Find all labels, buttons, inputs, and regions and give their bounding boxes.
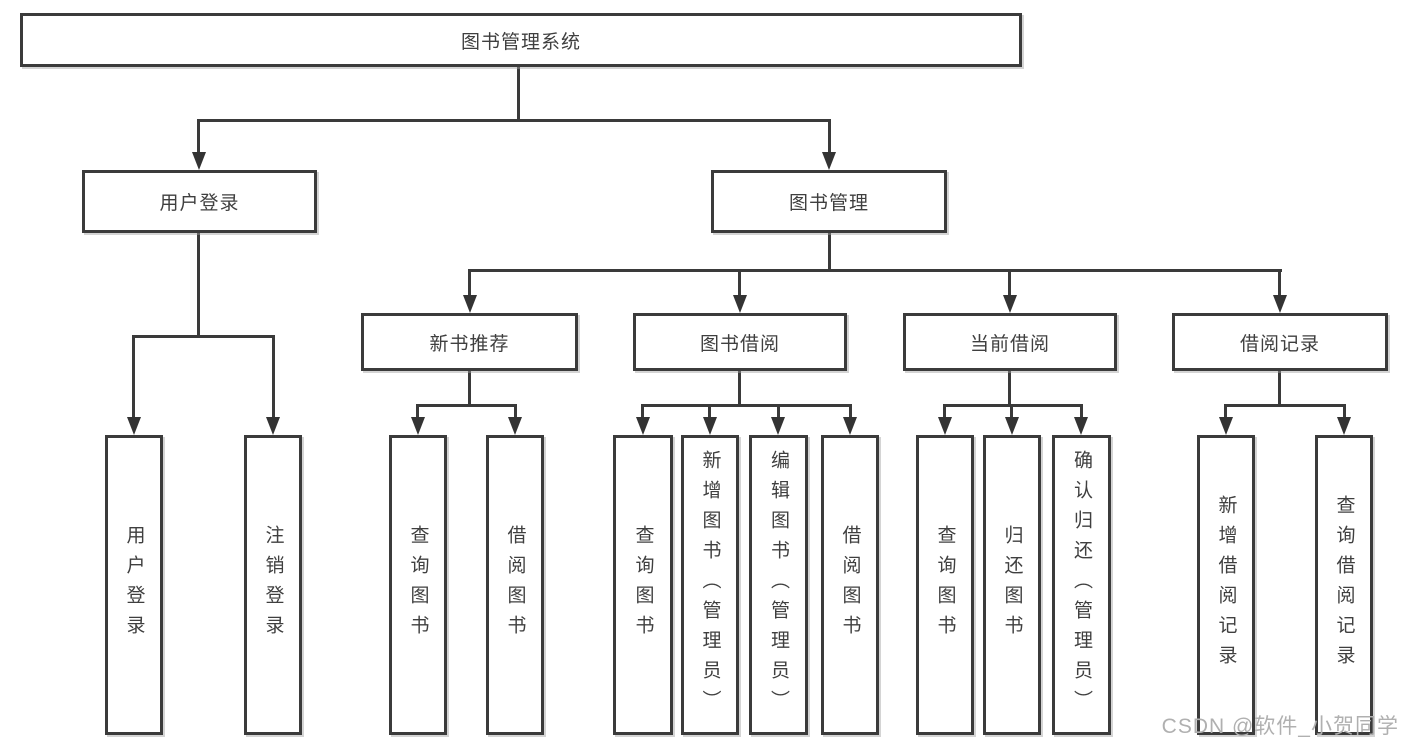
leaf-confirm-return-admin: 确认归还（管理员） [1052, 435, 1111, 735]
leaf-user-login: 用户登录 [105, 435, 163, 735]
node-library-management-system: 图书管理系统 [20, 13, 1022, 67]
arrow-current-borrowing [1003, 295, 1017, 313]
arrow-nb-borrow [508, 417, 522, 435]
connector-drop-cb-confirm [1080, 404, 1083, 418]
connector-drop-book-borrowing [738, 269, 741, 296]
arrow-nb-query [411, 417, 425, 435]
arrow-bb-edit [771, 417, 785, 435]
arrow-user-login [192, 152, 206, 170]
node-book-management: 图书管理 [711, 170, 947, 233]
connector-new-book-stem [468, 371, 471, 405]
node-new-book-recommendation: 新书推荐 [361, 313, 578, 371]
leaf-logout: 注销登录 [244, 435, 302, 735]
connector-user-login-stem [197, 233, 200, 336]
connector-book-borrowing-bar [641, 404, 852, 407]
connector-book-management-bar [468, 269, 1282, 272]
arrow-bb-add [703, 417, 717, 435]
leaf-borrow-books: 借阅图书 [821, 435, 879, 735]
arrow-leaf-user-login [127, 417, 141, 435]
connector-drop-cb-return [1010, 404, 1013, 418]
arrow-br-query [1337, 417, 1351, 435]
leaf-query-books-recommend: 查询图书 [389, 435, 447, 735]
connector-new-book-bar [416, 404, 517, 407]
leaf-add-borrow-record: 新增借阅记录 [1197, 435, 1255, 735]
connector-drop-user-login [197, 119, 200, 155]
node-book-borrowing: 图书借阅 [633, 313, 847, 371]
node-user-login: 用户登录 [82, 170, 317, 233]
arrow-br-add [1219, 417, 1233, 435]
arrow-cb-query [938, 417, 952, 435]
connector-borrowing-records-bar [1224, 404, 1346, 407]
arrow-cb-return [1005, 417, 1019, 435]
connector-drop-nb-borrow [514, 404, 517, 418]
leaf-query-borrow-record: 查询借阅记录 [1315, 435, 1373, 735]
leaf-edit-books-admin: 编辑图书（管理员） [749, 435, 808, 735]
connector-book-management-stem [828, 233, 831, 270]
connector-drop-leaf-user-login [132, 335, 135, 418]
connector-drop-borrowing-records [1278, 269, 1281, 296]
connector-drop-br-add [1224, 404, 1227, 418]
leaf-borrow-books-recommend: 借阅图书 [486, 435, 544, 735]
node-current-borrowing: 当前借阅 [903, 313, 1117, 371]
connector-user-login-bar [132, 335, 275, 338]
leaf-add-books-admin: 新增图书（管理员） [681, 435, 739, 735]
arrow-cb-confirm [1074, 417, 1088, 435]
connector-book-borrowing-stem [738, 371, 741, 405]
csdn-watermark: CSDN @软件_小贺同学 [1161, 715, 1399, 738]
arrow-new-book [463, 295, 477, 313]
connector-drop-current-borrowing [1008, 269, 1011, 296]
arrow-book-management [822, 152, 836, 170]
connector-drop-bb-query [641, 404, 644, 418]
connector-drop-cb-query [943, 404, 946, 418]
connector-drop-book-management [828, 119, 831, 155]
leaf-query-books-current: 查询图书 [916, 435, 974, 735]
connector-drop-nb-query [416, 404, 419, 418]
arrow-bb-borrow [843, 417, 857, 435]
connector-root-stem [517, 67, 520, 120]
connector-current-borrowing-stem [1008, 371, 1011, 405]
connector-drop-br-query [1343, 404, 1346, 418]
connector-drop-bb-edit [777, 404, 780, 418]
connector-drop-bb-borrow [849, 404, 852, 418]
arrow-borrowing-records [1273, 295, 1287, 313]
node-borrowing-records: 借阅记录 [1172, 313, 1388, 371]
arrow-book-borrowing [733, 295, 747, 313]
connector-root-bar [197, 119, 831, 122]
connector-drop-new-book [468, 269, 471, 296]
leaf-return-books: 归还图书 [983, 435, 1041, 735]
connector-current-borrowing-bar [943, 404, 1083, 407]
arrow-leaf-logout [266, 417, 280, 435]
connector-borrowing-records-stem [1278, 371, 1281, 405]
connector-drop-bb-add [708, 404, 711, 418]
connector-drop-leaf-logout [272, 335, 275, 418]
arrow-bb-query [636, 417, 650, 435]
leaf-query-books-borrow: 查询图书 [613, 435, 673, 735]
